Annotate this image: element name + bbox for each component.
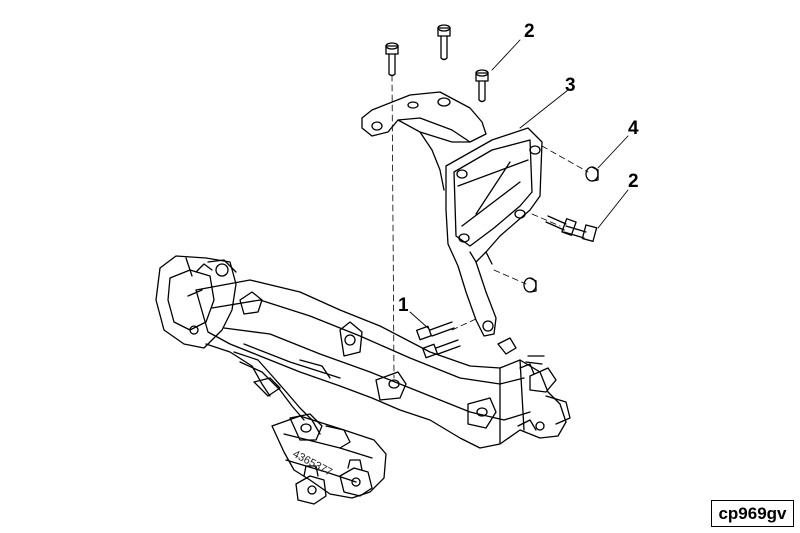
bolt-lower-lower bbox=[422, 339, 461, 359]
main-support-bracket bbox=[445, 127, 543, 337]
torque-linkage bbox=[233, 351, 351, 449]
leader-lines bbox=[409, 39, 629, 329]
callout-2-side: 2 bbox=[628, 171, 639, 192]
spacer-upper bbox=[585, 166, 599, 182]
bolt-top-left bbox=[385, 42, 399, 77]
callout-1: 1 bbox=[398, 295, 409, 316]
mount-foot-right bbox=[339, 459, 373, 497]
callout-4: 4 bbox=[628, 118, 639, 139]
spacer-lower bbox=[523, 277, 537, 293]
bolt-side-left bbox=[545, 215, 577, 236]
bolt-lower-upper bbox=[416, 321, 455, 341]
reference-code-box: cp969gv bbox=[711, 500, 794, 527]
bolt-side-right bbox=[563, 224, 598, 242]
bolt-top-right bbox=[475, 69, 489, 103]
reference-code: cp969gv bbox=[718, 503, 787, 523]
callout-3: 3 bbox=[565, 75, 576, 96]
callout-2-top: 2 bbox=[524, 21, 535, 42]
lower-bracket-plate bbox=[271, 415, 387, 499]
upper-cradle-bracket bbox=[361, 91, 487, 191]
mount-foot-left bbox=[295, 465, 327, 505]
bolt-top-middle bbox=[437, 24, 451, 61]
alignment-dashed-lines bbox=[391, 74, 589, 379]
engine-mount-assembly bbox=[155, 255, 271, 397]
engine-subframe bbox=[195, 279, 571, 449]
